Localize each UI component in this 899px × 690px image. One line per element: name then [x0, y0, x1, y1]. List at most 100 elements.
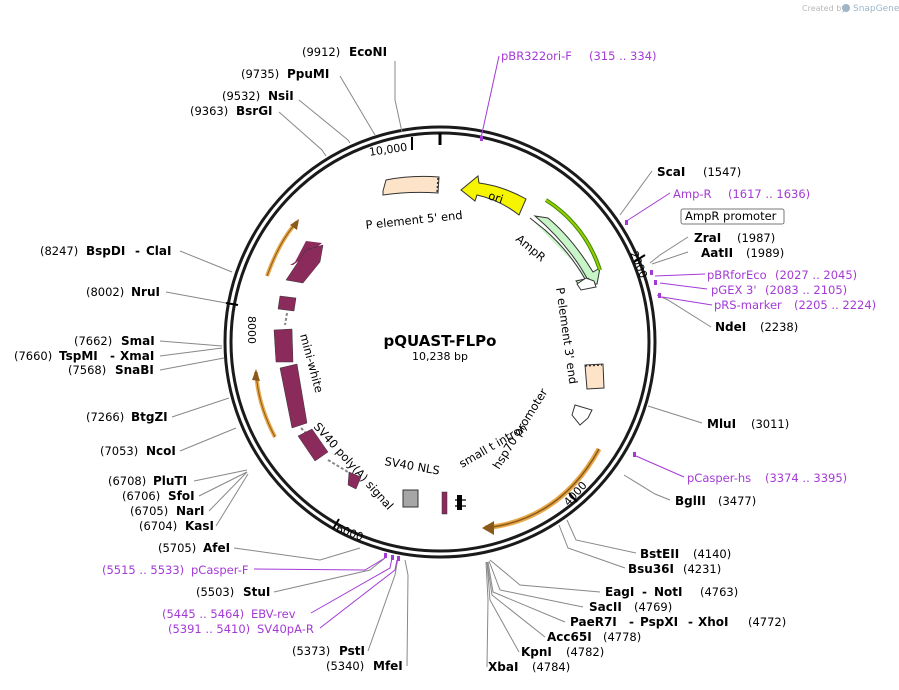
- site-pos-bglii: (3477): [718, 494, 756, 508]
- site-name-snabi[interactable]: SnaBI: [115, 363, 154, 377]
- site-name-btgzi[interactable]: BtgZI: [131, 410, 168, 424]
- site-pos-ndei: (2238): [760, 320, 798, 334]
- tick-2000: [633, 254, 646, 263]
- site-name-eagi[interactable]: EagI: [605, 585, 634, 599]
- mini-white-intron-2: [300, 427, 310, 437]
- mini-white-exon-1: [285, 244, 324, 284]
- primer-name-prsmarker[interactable]: pRS-marker: [714, 298, 782, 312]
- site-name-tspmi[interactable]: TspMI: [59, 349, 98, 363]
- p-element-3-feature: [584, 363, 605, 390]
- site-name-bglii[interactable]: BglII: [675, 494, 706, 508]
- leader-bsrgi: [278, 111, 327, 157]
- leader-afei: [233, 547, 361, 561]
- site-pos-zrai: (1987): [737, 231, 775, 245]
- p-element-3-dashed-edge: [584, 364, 603, 367]
- site-name-paer7i[interactable]: PaeR7I: [570, 615, 617, 629]
- site-name-nari[interactable]: NarI: [176, 504, 205, 518]
- primer-name-sv40par[interactable]: SV40pA-R: [257, 622, 314, 636]
- site-name-econi[interactable]: EcoNI: [349, 45, 387, 59]
- flpo-arrowhead: [482, 521, 494, 535]
- site-name-pspxi[interactable]: PspXI: [640, 615, 678, 629]
- site-pos-stui: (5503): [196, 585, 234, 599]
- site-name-sacii[interactable]: SacII: [589, 600, 622, 614]
- site-name-ncoi[interactable]: NcoI: [146, 444, 176, 458]
- leader-xbai: [485, 561, 489, 668]
- primer-range-pbr322ori: (315 .. 334): [589, 49, 657, 63]
- site-name-acc65i[interactable]: Acc65I: [547, 630, 592, 644]
- site-pos-pluti: (6708): [108, 474, 146, 488]
- site-name-scai[interactable]: ScaI: [657, 165, 685, 179]
- primer-name-pgex3[interactable]: pGEX 3': [711, 283, 757, 297]
- tick-8000: [225, 302, 239, 306]
- leader-snabi: [159, 357, 225, 371]
- leader-kpni: [486, 561, 520, 653]
- site-name-pluti[interactable]: PluTI: [153, 474, 187, 488]
- site-pos-tspmi: (7660): [14, 349, 52, 363]
- site-name-smai[interactable]: SmaI: [121, 334, 155, 348]
- leader-bspdi: [179, 250, 233, 273]
- primer-mark-pcasperf: [384, 553, 387, 558]
- site-name-xhoi[interactable]: XhoI: [698, 615, 729, 629]
- left-highlight-1-arrowhead: [290, 219, 299, 230]
- primer-mark-ebvrev: [391, 555, 394, 560]
- site-name-bsteii[interactable]: BstEII: [640, 547, 679, 561]
- site-pos-xbai: (4784): [532, 660, 570, 674]
- primer-range-pbrforeco: (2027 .. 2045): [775, 268, 857, 282]
- primer-mark-ampr: [625, 220, 628, 225]
- backbone-outer: [223, 125, 657, 559]
- primer-range-ampr: (1617 .. 1636): [728, 187, 810, 201]
- site-leader-lines: [159, 61, 712, 668]
- site-name-xbai[interactable]: XbaI: [488, 660, 518, 674]
- site-pos-mfei: (5340): [326, 659, 364, 673]
- site-name-bsrgi[interactable]: BsrGI: [236, 104, 273, 118]
- site-name-xmai[interactable]: XmaI: [120, 349, 154, 363]
- site-pos-acc65i: (4778): [603, 630, 641, 644]
- site-name-bspdi[interactable]: BspDI: [86, 244, 125, 258]
- site-name-stui[interactable]: StuI: [243, 585, 270, 599]
- site-name-mfei[interactable]: MfeI: [373, 659, 403, 673]
- site-name-kasi[interactable]: KasI: [185, 519, 214, 533]
- primer-range-pcasperf: (5515 .. 5533): [102, 563, 184, 577]
- primer-range-ebvrev: (5445 .. 5464): [162, 607, 244, 621]
- site-name-clai[interactable]: ClaI: [146, 244, 171, 258]
- leader-pbr322ori: [480, 55, 500, 139]
- credit-brand: SnapGene: [853, 4, 899, 14]
- site-name-mlui[interactable]: MluI: [707, 417, 736, 431]
- site-name-noti[interactable]: NotI: [654, 585, 683, 599]
- site-name-sfoi[interactable]: SfoI: [168, 489, 195, 503]
- primer-name-pcasperf[interactable]: pCasper-F: [191, 563, 249, 577]
- primer-mark-prsmarker: [658, 293, 661, 298]
- site-name-afei[interactable]: AfeI: [203, 541, 230, 555]
- site-name-nsii[interactable]: NsiI: [268, 89, 294, 103]
- site-name-kpni[interactable]: KpnI: [521, 645, 552, 659]
- primer-name-ampr[interactable]: Amp-R: [673, 187, 712, 201]
- tick-label-8000: 8000: [245, 316, 258, 344]
- leader-sfoi: [198, 471, 248, 497]
- site-name-nrui[interactable]: NruI: [131, 285, 160, 299]
- site-name-psti[interactable]: PstI: [339, 644, 365, 658]
- sv40-nls-label: SV40 NLS: [383, 454, 440, 477]
- site-dash-paer7i: -: [629, 615, 634, 629]
- site-pos-kasi: (6704): [139, 519, 177, 533]
- site-name-bsu36i[interactable]: Bsu36I: [628, 562, 674, 576]
- leader-ndei: [656, 294, 712, 328]
- site-name-ppumi[interactable]: PpuMI: [287, 67, 329, 81]
- leader-paer7i: [487, 561, 566, 623]
- leader-bglii: [623, 474, 671, 501]
- leader-ebvrev: [310, 557, 393, 614]
- snapgene-logo-icon: [842, 4, 850, 12]
- leader-prsmarker: [661, 296, 713, 306]
- leader-econi: [394, 61, 403, 133]
- site-pos-ncoi: (7053): [100, 444, 138, 458]
- small-t-feature: [457, 495, 462, 510]
- site-pos-eagi: (4763): [700, 585, 738, 599]
- site-name-zrai[interactable]: ZraI: [694, 231, 721, 245]
- primer-name-ebvrev[interactable]: EBV-rev: [251, 607, 296, 621]
- primer-name-pbr322ori[interactable]: pBR322ori-F: [501, 49, 572, 63]
- leader-zrai: [649, 236, 689, 264]
- primer-name-pbrforeco[interactable]: pBRforEco: [707, 268, 767, 282]
- site-pos-smai: (7662): [74, 334, 112, 348]
- site-name-aatii[interactable]: AatII: [701, 246, 733, 260]
- primer-name-pcasperhs[interactable]: pCasper-hs: [687, 471, 751, 485]
- site-name-ndei[interactable]: NdeI: [715, 320, 746, 334]
